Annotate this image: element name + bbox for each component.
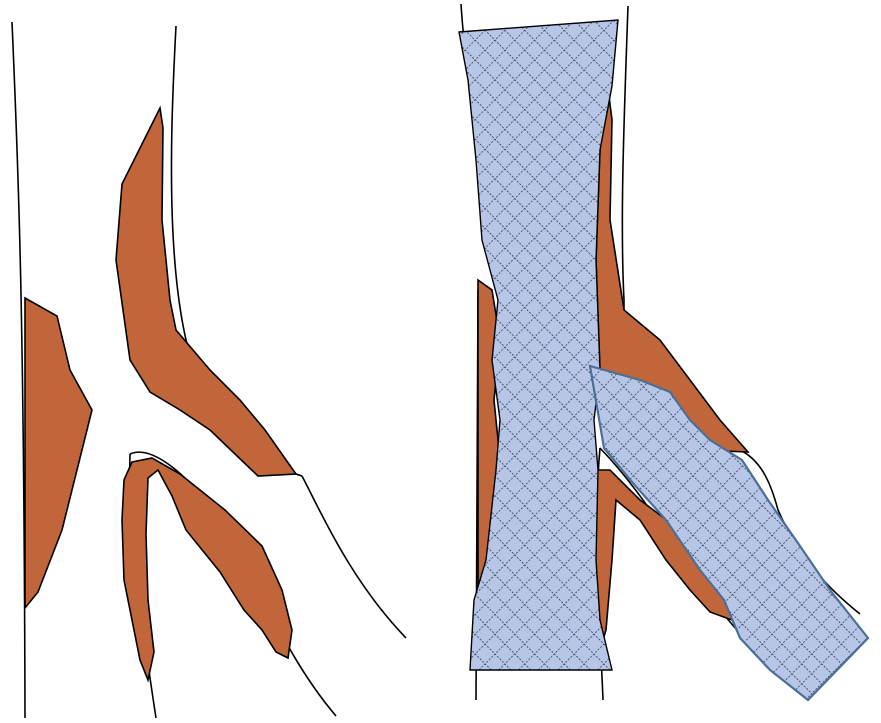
- left-side-branch-outer-wall: [302, 476, 406, 638]
- left-outer-wall: [12, 22, 25, 718]
- left-panel: [12, 22, 406, 718]
- right-panel: [459, 4, 868, 700]
- left-branch-plaque: [122, 458, 292, 680]
- side-branch-stent: [590, 366, 868, 700]
- left-wall-plaque: [25, 298, 92, 608]
- left-carina-plaque: [116, 108, 296, 476]
